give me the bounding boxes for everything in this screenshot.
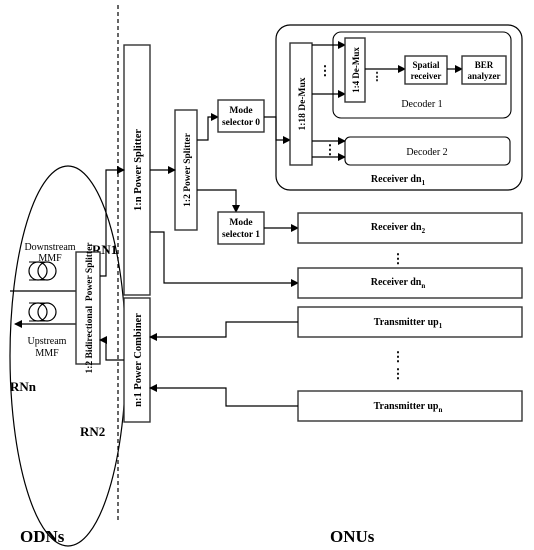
link-mode-selector-0-to-demux bbox=[264, 116, 291, 144]
demux18-bottom-ellipsis: ⋮ bbox=[324, 142, 337, 157]
mode-selector-0-line1: Mode bbox=[229, 106, 252, 116]
mode-selector-0 bbox=[217, 99, 265, 133]
link-transmitter-up1-to-combiner bbox=[149, 321, 298, 341]
mode-selector-1-line1: Mode bbox=[229, 218, 252, 228]
receiver-dnn bbox=[297, 267, 523, 299]
mode-selector-1-line2: selector 1 bbox=[222, 230, 260, 240]
link-splitter1n-to-receiver-dnn bbox=[150, 231, 299, 287]
downstream-mmf-spool-icon bbox=[28, 261, 57, 281]
rnn-label: RNn bbox=[10, 379, 37, 394]
decoder-2 bbox=[344, 136, 511, 166]
link-to-mode-selector-0 bbox=[197, 113, 219, 141]
receiver-ellipsis: ⋮ bbox=[392, 251, 405, 266]
transmitter-ellipsis: ⋮ bbox=[392, 349, 405, 364]
odn-ellipse bbox=[9, 165, 127, 547]
ber-analyzer bbox=[461, 55, 507, 85]
upstream-mmf-spool-icon bbox=[28, 302, 57, 322]
ber-analyzer-line1: BER bbox=[475, 60, 494, 70]
link-transmitter-upn-to-combiner bbox=[149, 384, 298, 407]
demux-1-4 bbox=[344, 37, 366, 103]
power-combiner-n1 bbox=[123, 297, 151, 423]
upstream-mmf-label: MMF bbox=[35, 348, 59, 359]
receiver-dnn-label: Receiver dnn bbox=[371, 277, 426, 290]
receiver-dn2-label: Receiver dn2 bbox=[371, 222, 426, 235]
rn2-label: RN2 bbox=[80, 424, 105, 439]
decoder-2-label: Decoder 2 bbox=[406, 147, 447, 158]
transmitter-ellipsis-2: ⋮ bbox=[392, 366, 405, 381]
transmitter-up1-label: Transmitter up1 bbox=[374, 317, 443, 330]
link-to-mode-selector-1 bbox=[197, 189, 240, 213]
receiver-dn1-label: Receiver dn1 bbox=[371, 174, 426, 187]
downstream-label: Downstream bbox=[24, 242, 75, 253]
link-rn1-to-splitter bbox=[100, 166, 125, 277]
mode-selector-0-line2: selector 0 bbox=[222, 118, 260, 128]
spatial-receiver-line2: receiver bbox=[411, 71, 442, 81]
odns-label: ODNs bbox=[20, 527, 65, 546]
demux14-ellipsis: ⋮ bbox=[372, 71, 383, 83]
bidirectional-power-splitter bbox=[75, 251, 101, 365]
transmitter-up1 bbox=[297, 306, 523, 338]
upstream-label: Upstream bbox=[28, 336, 67, 347]
spatial-receiver bbox=[404, 55, 448, 85]
power-combiner-n1-label: n:1 Power Combiner bbox=[133, 313, 144, 407]
onus-label: ONUs bbox=[330, 527, 375, 546]
decoder-1-label: Decoder 1 bbox=[401, 99, 442, 110]
demux-1-4-label: 1:4 De-Mux bbox=[351, 47, 361, 93]
link-combiner-to-rn1 bbox=[99, 336, 124, 361]
spatial-receiver-line1: Spatial bbox=[412, 60, 440, 70]
power-splitter-12-label: 1:2 Power Splitter bbox=[183, 132, 193, 206]
demux-1-18 bbox=[289, 42, 313, 166]
demux18-top-ellipsis: ⋮ bbox=[319, 63, 332, 78]
downstream-mmf-label: MMF bbox=[38, 253, 62, 264]
power-splitter-1n-label: 1:n Power Splitter bbox=[133, 129, 144, 211]
bidirectional-power-splitter-label: 1:2 Bidirectional Power Splitter bbox=[85, 242, 95, 374]
transmitter-upn-label: Transmitter upn bbox=[374, 401, 443, 414]
receiver-dn2 bbox=[297, 212, 523, 244]
transmitter-upn bbox=[297, 390, 523, 422]
demux-1-18-label: 1:18 De-Mux bbox=[298, 77, 308, 130]
ber-analyzer-line2: analyzer bbox=[468, 71, 501, 81]
mode-selector-1 bbox=[217, 211, 265, 245]
